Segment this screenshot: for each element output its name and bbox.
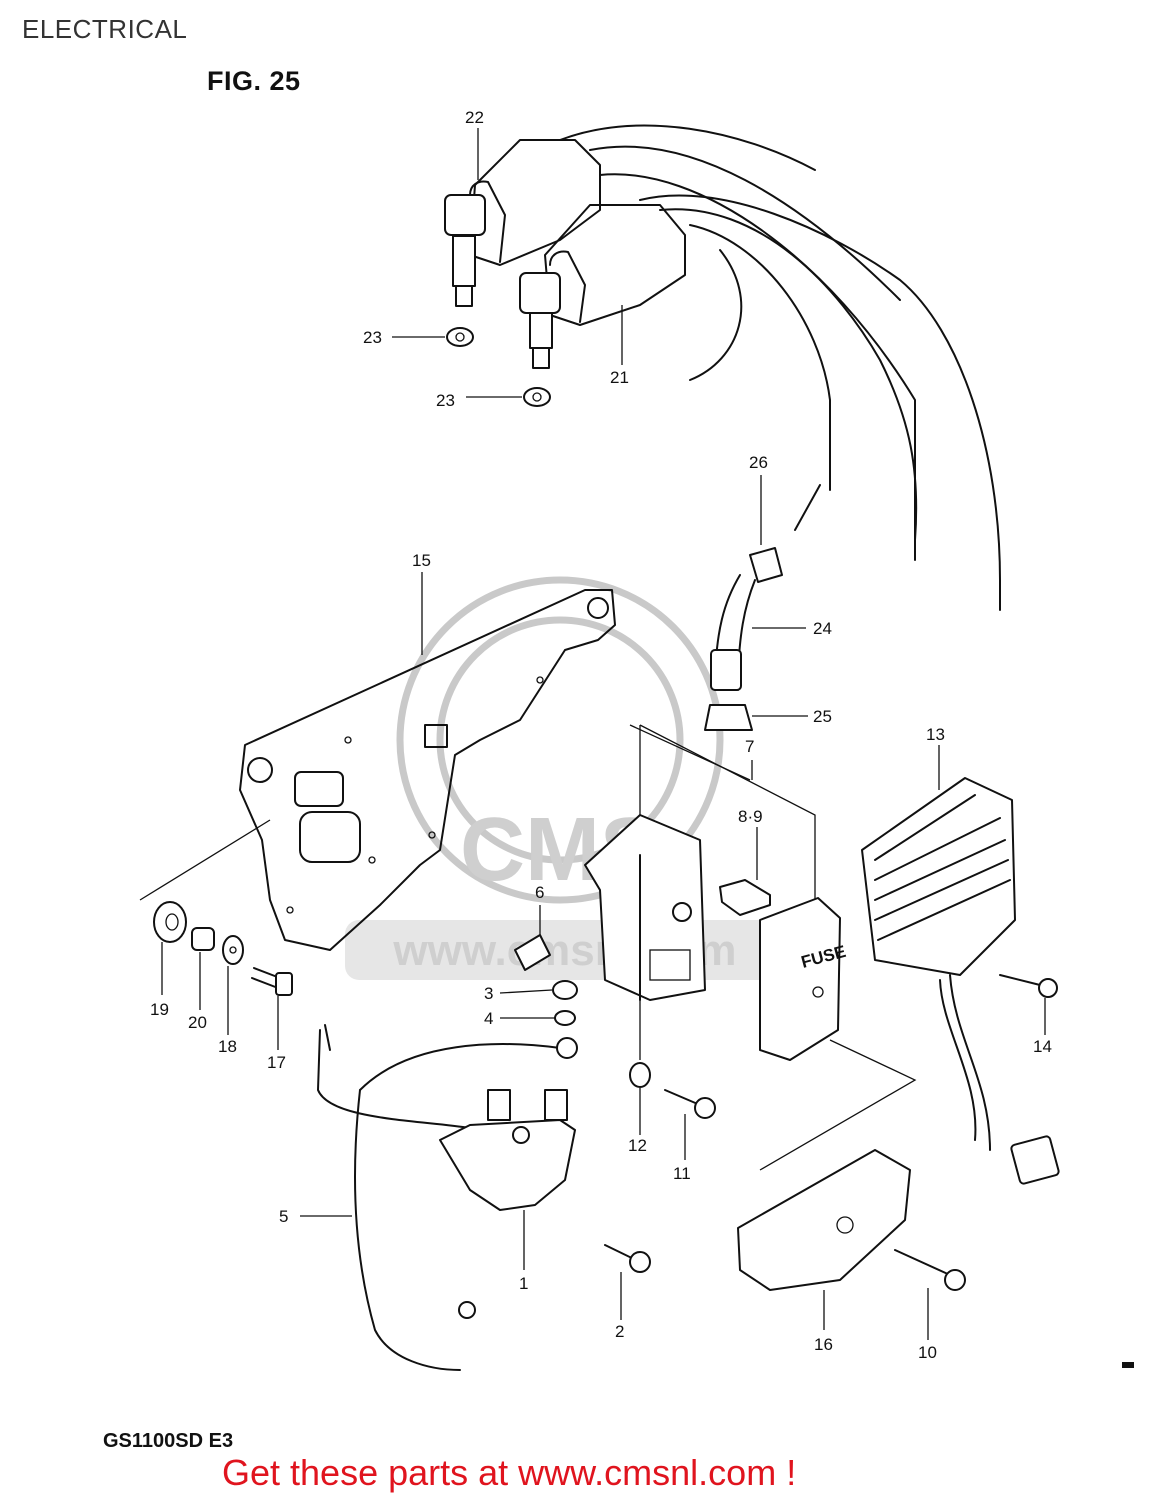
plug-cap-assembly xyxy=(704,547,783,731)
screw-14 xyxy=(999,974,1058,998)
callout-1: 1 xyxy=(519,1274,528,1293)
ignition-coil-21 xyxy=(519,194,1001,611)
callout-11: 11 xyxy=(673,1164,691,1183)
fuse-8-9 xyxy=(719,879,771,916)
callout-3: 3 xyxy=(484,984,493,1003)
callout-18: 18 xyxy=(218,1037,237,1056)
callout-7: 7 xyxy=(745,737,754,756)
callout-5: 5 xyxy=(279,1207,288,1226)
regulator-rectifier-13 xyxy=(861,777,1060,1185)
fuse-cover: FUSE xyxy=(759,897,848,1061)
callout-23-lower: 23 xyxy=(436,391,455,410)
buy-parts-link[interactable]: Get these parts at www.cmsnl.com ! xyxy=(222,1452,797,1493)
figure-title: FIG. 25 xyxy=(207,66,301,96)
screw-10 xyxy=(894,1249,966,1291)
callout-10: 10 xyxy=(918,1343,937,1362)
screw-2 xyxy=(604,1244,651,1273)
callout-8-9: 8·9 xyxy=(738,807,763,826)
terminal-cap-6 xyxy=(514,934,551,971)
washer-4 xyxy=(554,1010,576,1026)
callout-21: 21 xyxy=(610,368,629,387)
spacer-20 xyxy=(191,927,215,951)
callout-19: 19 xyxy=(150,1000,169,1019)
model-code: GS1100SD E3 xyxy=(103,1430,234,1452)
callout-25: 25 xyxy=(813,707,832,726)
callout-16: 16 xyxy=(814,1335,833,1354)
callout-labels: 22 23 21 23 26 15 24 25 7 13 8·9 6 19 20… xyxy=(150,108,1052,1362)
starter-relay-1 xyxy=(439,1089,576,1211)
leader-lines xyxy=(161,128,1046,1340)
callout-24: 24 xyxy=(813,619,832,638)
callout-2: 2 xyxy=(615,1322,624,1341)
washer-12 xyxy=(629,1062,651,1088)
callout-22: 22 xyxy=(465,108,484,127)
callout-4: 4 xyxy=(484,1009,493,1028)
fuse-box-7 xyxy=(584,724,816,1060)
washer-18 xyxy=(222,935,244,965)
nut-3 xyxy=(552,980,578,1000)
callout-15: 15 xyxy=(412,551,431,570)
nut-23-lower xyxy=(523,387,551,407)
grommet-19 xyxy=(153,901,187,943)
page-title: ELECTRICAL xyxy=(22,14,188,44)
callout-26: 26 xyxy=(749,453,768,472)
screw-11 xyxy=(664,1089,716,1119)
callout-23-upper: 23 xyxy=(363,328,382,347)
bolt-17 xyxy=(251,967,293,996)
nut-23-upper xyxy=(446,327,474,347)
callout-12: 12 xyxy=(628,1136,647,1155)
cover-16 xyxy=(737,1039,917,1291)
ignition-coil-22 xyxy=(444,124,916,561)
callout-17: 17 xyxy=(267,1053,286,1072)
mounting-bracket-15 xyxy=(139,589,751,951)
callout-14: 14 xyxy=(1033,1037,1052,1056)
callout-13: 13 xyxy=(926,725,945,744)
callout-20: 20 xyxy=(188,1013,207,1032)
callout-6: 6 xyxy=(535,883,544,902)
wire-lead-5 xyxy=(317,1024,578,1371)
